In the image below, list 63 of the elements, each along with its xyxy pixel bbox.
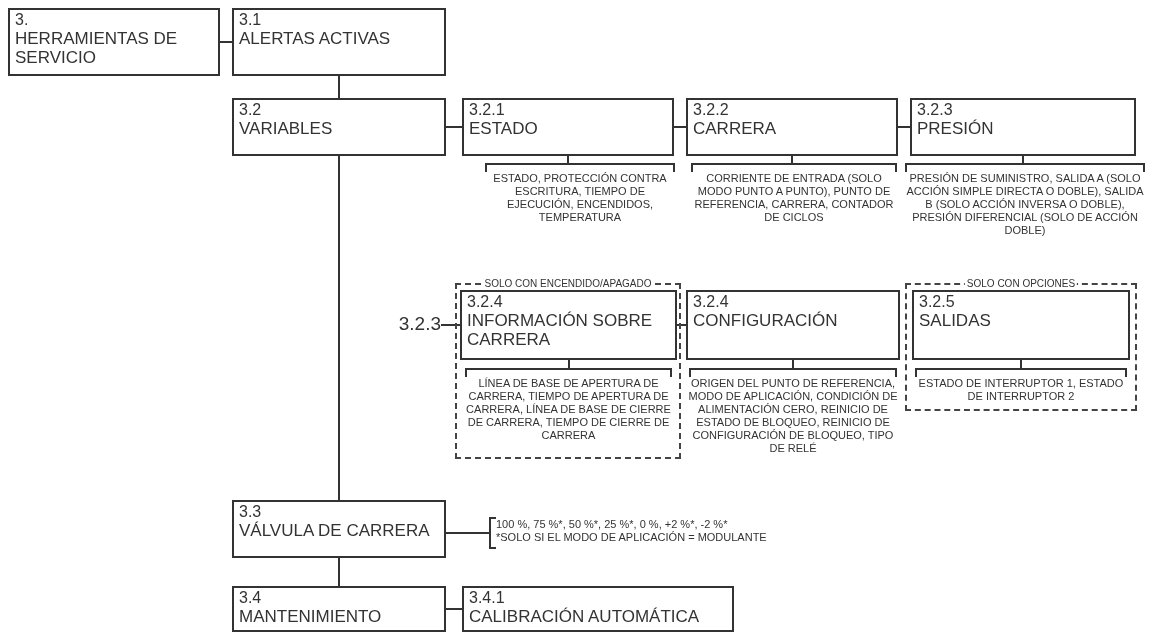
menu-box	[232, 98, 446, 156]
group-label: SOLO CON ENCENDIDO/APAGADO	[482, 277, 654, 290]
group-label: SOLO CON OPCIONES	[964, 277, 1078, 290]
menu-number: 3.2	[239, 101, 262, 119]
menu-number: 3.2.5	[919, 293, 955, 311]
menu-box	[462, 586, 734, 632]
bracket-line	[915, 359, 1127, 378]
bracket-line	[485, 155, 675, 173]
menu-box	[232, 586, 446, 632]
menu-box	[686, 290, 900, 360]
menu-title: PRESIÓN	[917, 119, 995, 138]
description-text: *SOLO SI EL MODO DE APLICACIÓN = MODULANTE	[496, 531, 768, 544]
menu-box	[232, 8, 446, 76]
bracket-line	[465, 359, 672, 378]
reference-number: 3.2.3	[355, 312, 441, 338]
menu-number: 3.4.1	[469, 589, 505, 607]
menu-box	[8, 8, 220, 76]
menu-box	[912, 290, 1130, 360]
menu-number: 3.2.2	[693, 101, 729, 119]
menu-title: VÁLVULA DE CARRERA	[239, 521, 431, 540]
description-text: ESTADO, PROTECCIÓN CONTRA ESCRITURA, TIEMPO DE EJECUCIÓN, ENCENDIDOS, TEMPERATURA	[482, 172, 678, 252]
connector-line	[445, 126, 463, 128]
bracket-line	[691, 155, 897, 173]
description-text: CORRIENTE DE ENTRADA (SOLO MODO PUNTO A PUNTO), PUNTO DE REFERENCIA, CARRERA, CONTADOR DE CICLOS	[688, 172, 900, 252]
menu-title: ESTADO	[469, 119, 539, 138]
menu-box	[686, 98, 898, 156]
connector-line	[219, 41, 233, 43]
menu-title: VARIABLES	[239, 119, 334, 138]
connector-line	[338, 557, 340, 587]
menu-title: CARRERA	[693, 119, 778, 138]
menu-title: CALIBRACIÓN AUTOMÁTICA	[469, 607, 701, 626]
menu-title: HERRAMIENTAS DE SERVICIO	[15, 29, 179, 67]
menu-title: INFORMACIÓN SOBRE CARRERA	[467, 311, 654, 349]
connector-line	[897, 126, 911, 128]
description-text: ORIGEN DEL PUNTO DE REFERENCIA, MODO DE APLICACIÓN, CONDICIÓN DE ALIMENTACIÓN CERO, REINICIO DE ESTADO DE BLOQUEO, REINICIO DE CONFIGURACIÓN DE BLOQUEO, TIPO DE RELÉ	[686, 377, 900, 472]
connector-line	[338, 155, 340, 501]
menu-number: 3.1	[239, 11, 262, 29]
menu-number: 3.2.3	[917, 101, 953, 119]
menu-number: 3.2.1	[469, 101, 505, 119]
menu-box	[462, 98, 674, 156]
menu-title: CONFIGURACIÓN	[693, 311, 839, 330]
description-text: 100 %, 75 %*, 50 %*, 25 %*, 0 %, +2 %*, -2 %*	[496, 518, 729, 531]
description-text: ESTADO DE INTERRUPTOR 1, ESTADO DE INTERRUPTOR 2	[912, 377, 1130, 405]
menu-box	[232, 500, 446, 558]
menu-number: 3.3	[239, 503, 262, 521]
bracket-line	[445, 517, 497, 549]
description-text: PRESIÓN DE SUMINISTRO, SALIDA A (SOLO ACCIÓN SIMPLE DIRECTA O DOBLE), SALIDA B (SOLO ACCIÓN INVERSA O DOBLE), PRESIÓN DIFERENCIAL (SOLO DE ACCIÓN DOBLE)	[902, 172, 1148, 252]
description-text: LÍNEA DE BASE DE APERTURA DE CARRERA, TIEMPO DE APERTURA DE CARRERA, LÍNEA DE BASE DE CIERRE DE CARRERA, TIEMPO DE CIERRE DE CARRERA	[462, 377, 675, 455]
bracket-line	[689, 359, 897, 378]
menu-number: 3.2.4	[467, 293, 503, 311]
menu-number: 3.2.4	[693, 293, 729, 311]
bracket-line	[905, 155, 1145, 173]
menu-title: ALERTAS ACTIVAS	[239, 29, 392, 48]
menu-title: MANTENIMIENTO	[239, 607, 383, 626]
menu-title: SALIDAS	[919, 311, 992, 330]
menu-number: 3.	[15, 11, 29, 29]
connector-line	[445, 608, 463, 610]
menu-box	[460, 290, 677, 360]
connector-line	[440, 324, 461, 326]
connector-line	[673, 126, 687, 128]
menu-box	[910, 98, 1136, 156]
connector-line	[338, 75, 340, 99]
menu-number: 3.4	[239, 589, 262, 607]
